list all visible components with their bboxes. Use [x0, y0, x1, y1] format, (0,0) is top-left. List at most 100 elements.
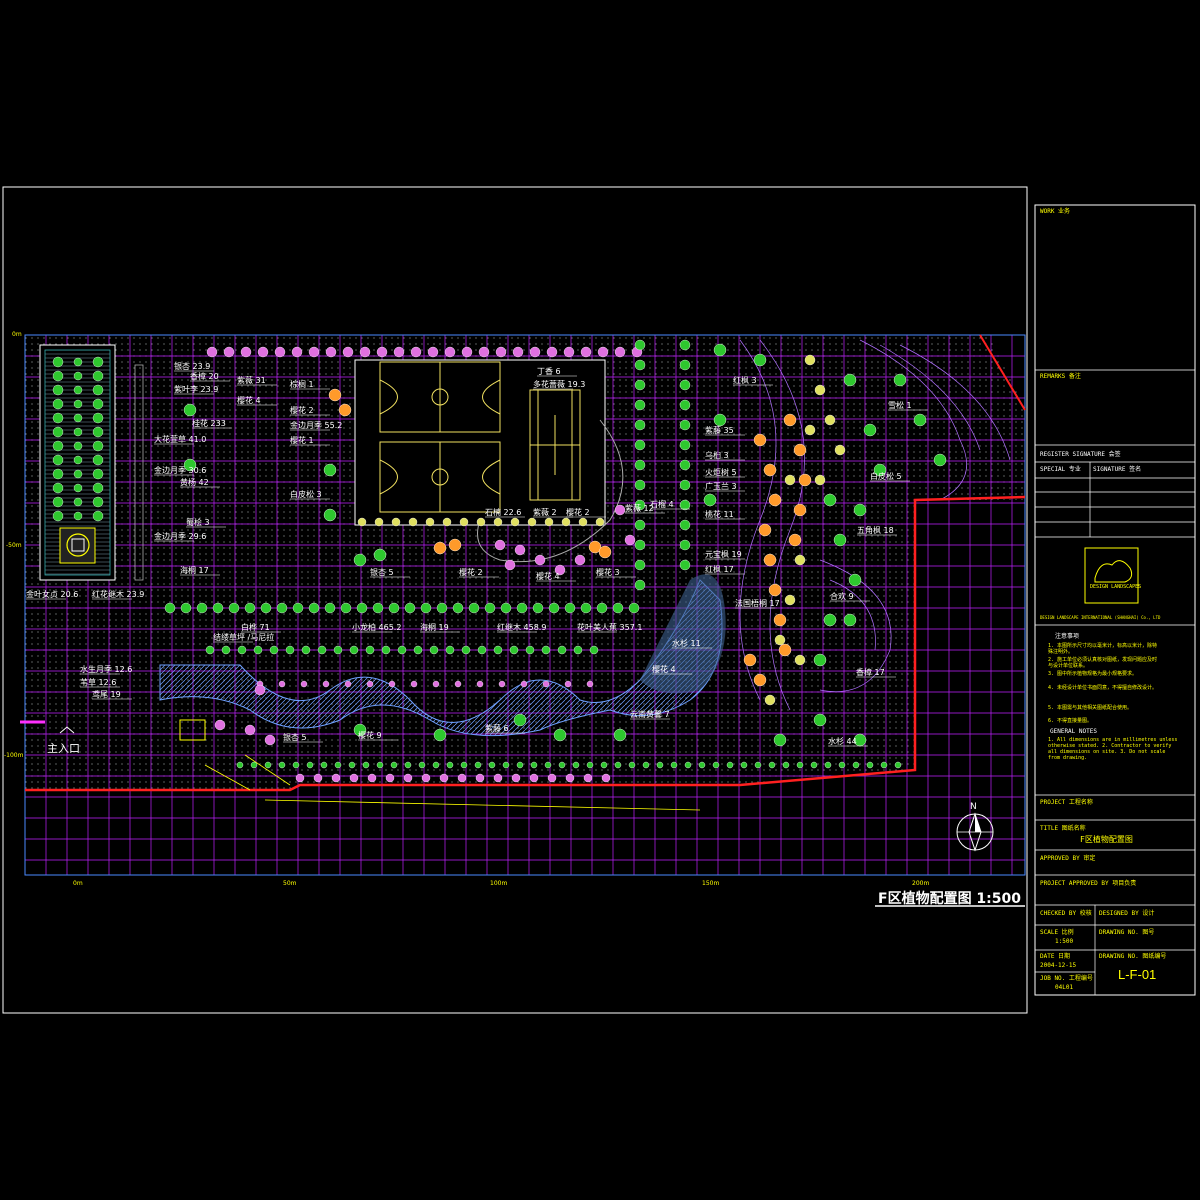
tree-symbol — [634, 579, 646, 591]
tree-symbol — [866, 761, 874, 769]
tree-symbol — [92, 454, 104, 466]
tree-symbol — [205, 645, 215, 655]
tree-symbol — [848, 573, 862, 587]
plant-label: 云南黄馨 7 — [630, 710, 670, 719]
tree-symbol — [525, 645, 535, 655]
tree-symbol — [285, 645, 295, 655]
tree-symbol — [206, 346, 218, 358]
tree-symbol — [634, 479, 646, 491]
tree-symbol — [530, 761, 538, 769]
plant-label: 乌桕 3 — [705, 451, 729, 460]
tree-symbol — [823, 613, 837, 627]
plant-label: 金叶女贞 20.6 — [26, 590, 79, 599]
tree-symbol — [73, 413, 83, 423]
tree-symbol — [565, 773, 575, 783]
tree-symbol — [320, 761, 328, 769]
tree-symbol — [183, 458, 197, 472]
tree-symbol — [601, 773, 611, 783]
title-block-lines — [1035, 369, 1195, 995]
tree-symbol — [92, 412, 104, 424]
tree-symbol — [894, 761, 902, 769]
scale-label-x100: 100m — [490, 880, 508, 887]
tree-symbol — [357, 517, 367, 527]
tree-symbol — [794, 554, 806, 566]
tree-symbol — [642, 761, 650, 769]
tree-symbol — [796, 761, 804, 769]
tree-symbol — [634, 499, 646, 511]
tree-symbol — [92, 468, 104, 480]
tree-symbol — [276, 602, 288, 614]
tree-symbol — [322, 680, 330, 688]
tree-symbol — [768, 761, 776, 769]
tree-symbol — [212, 602, 224, 614]
tree-symbol — [833, 533, 847, 547]
tree-symbol — [376, 761, 384, 769]
tree-symbol — [679, 399, 691, 411]
tree-symbol — [344, 680, 352, 688]
plant-label: 樱花 3 — [596, 568, 620, 577]
tree-symbol — [52, 426, 64, 438]
tree-symbol — [92, 370, 104, 382]
plant-label: 棕榈 1 — [290, 380, 314, 389]
tree-symbol — [452, 602, 464, 614]
plant-label: 石榴 4 — [650, 500, 674, 509]
tree-symbol — [73, 399, 83, 409]
tree-symbol — [461, 645, 471, 655]
tree-symbol — [476, 680, 484, 688]
tree-symbol — [365, 645, 375, 655]
tree-symbol — [634, 559, 646, 571]
tree-symbol — [838, 761, 846, 769]
plant-label: 雪松 1 — [888, 401, 912, 410]
tree-symbol — [468, 602, 480, 614]
plant-label: 广玉兰 3 — [705, 482, 737, 491]
tree-symbol — [679, 379, 691, 391]
tree-symbol — [390, 761, 398, 769]
plant-label: 桂花 233 — [192, 419, 226, 428]
tree-symbol — [381, 645, 391, 655]
tree-symbol — [448, 538, 462, 552]
plant-label: 银杏 5 — [370, 568, 394, 577]
tree-symbol — [495, 346, 507, 358]
plant-label: 红枫 3 — [733, 376, 757, 385]
tree-symbol — [410, 680, 418, 688]
tree-symbol — [295, 773, 305, 783]
plant-label: 紫薇 2 — [533, 508, 557, 517]
tree-symbol — [374, 517, 384, 527]
tree-symbol — [814, 474, 826, 486]
tree-symbol — [493, 773, 503, 783]
tree-symbol — [726, 761, 734, 769]
tree-symbol — [679, 459, 691, 471]
tree-symbol — [236, 761, 244, 769]
tree-symbol — [588, 540, 602, 554]
tb-note-3: 3. 图中所示植物规格为最小规格要求。 — [1048, 671, 1138, 677]
tree-symbol — [353, 723, 367, 737]
tree-symbol — [254, 684, 266, 696]
plant-label: 大花萱草 41.0 — [154, 435, 207, 444]
tree-symbol — [754, 761, 762, 769]
tree-symbol — [843, 613, 857, 627]
tree-symbol — [164, 602, 176, 614]
tree-symbol — [52, 510, 64, 522]
tree-symbol — [873, 463, 887, 477]
drawing-title: F区植物配置图 1:500 — [878, 891, 1022, 907]
tb-date-label: DATE 日期 — [1040, 953, 1071, 960]
tree-symbol — [253, 645, 263, 655]
plant-label: 海桐 19 — [420, 623, 449, 632]
tree-symbol — [331, 773, 341, 783]
tree-symbol — [353, 553, 367, 567]
tree-symbol — [532, 602, 544, 614]
plant-label: 石楠 22.6 — [485, 508, 522, 517]
tree-symbol — [679, 519, 691, 531]
tree-symbol — [679, 499, 691, 511]
tree-symbol — [313, 773, 323, 783]
scale-label-x200: 200m — [912, 880, 930, 887]
tree-symbol — [73, 511, 83, 521]
plant-label: 法国梧桐 17 — [735, 599, 780, 608]
tree-symbol — [237, 645, 247, 655]
tree-symbol — [548, 602, 560, 614]
plant-label: 元宝枫 19 — [705, 550, 742, 559]
tree-symbol — [457, 773, 467, 783]
tree-symbol — [798, 473, 812, 487]
plant-label: 红枫 17 — [705, 565, 734, 574]
tree-symbol — [656, 761, 664, 769]
